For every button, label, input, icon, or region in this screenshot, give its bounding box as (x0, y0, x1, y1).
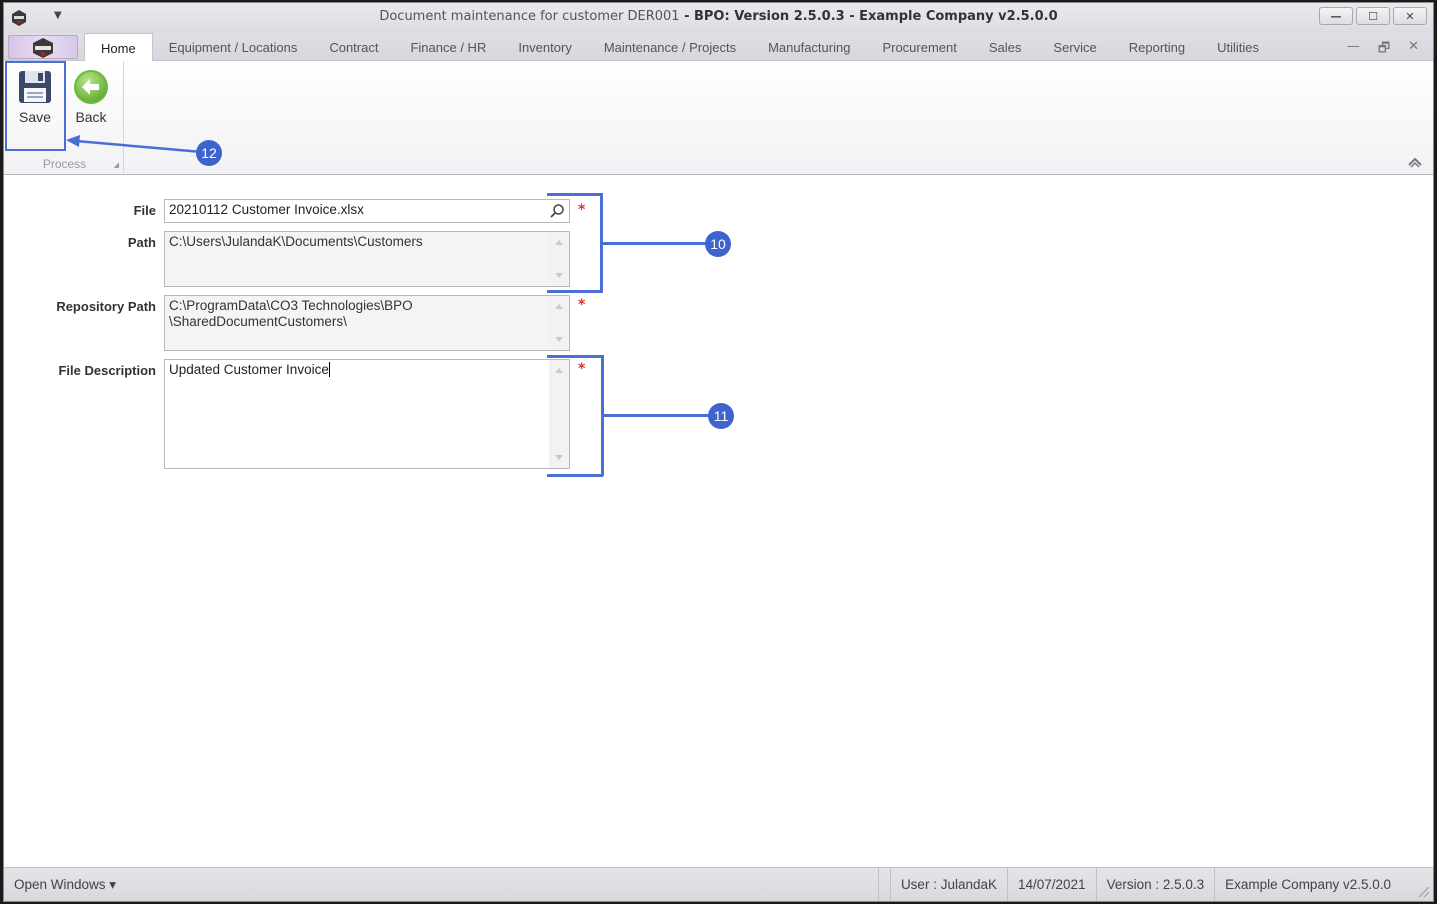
app-logo-icon[interactable] (10, 9, 28, 27)
tab-utilities[interactable]: Utilities (1217, 40, 1260, 55)
mdi-minimize-button[interactable]: — (1346, 39, 1360, 54)
annotation-badge-11: 11 (708, 403, 734, 429)
window-title-prefix: Document maintenance for customer DER001 (379, 9, 680, 24)
path-value: C:\Users\JulandaK\Documents\Customers (169, 234, 423, 249)
minimize-button[interactable]: — (1319, 7, 1353, 25)
open-windows-dropdown[interactable]: Open Windows ▾ (14, 877, 117, 892)
ribbon-group-process: Save Back Process ◢ (6, 61, 124, 173)
annotation-bracket-10-top (547, 193, 603, 196)
status-date: 14/07/2021 (1007, 868, 1096, 901)
annotation-bracket-10-bottom (547, 290, 603, 293)
annotation-bracket-11-top (547, 355, 603, 358)
maximize-button[interactable]: ☐ (1356, 7, 1390, 25)
window-title-suffix: - BPO: Version 2.5.0.3 - Example Company… (679, 9, 1058, 24)
ribbon-group-label: Process (42, 157, 87, 171)
status-user: User : JulandaK (889, 868, 1007, 901)
tab-maintenance-projects[interactable]: Maintenance / Projects (603, 40, 737, 55)
path-label: Path (127, 235, 156, 250)
status-version: Version : 2.5.0.3 (1095, 868, 1215, 901)
file-description-textarea[interactable]: Updated Customer Invoice (164, 359, 570, 469)
tab-home[interactable]: Home (84, 33, 153, 62)
ribbon-tab-bar: Home Equipment / Locations Contract Finance… (4, 33, 1433, 62)
annotation-connector-10 (600, 242, 706, 245)
tab-reporting[interactable]: Reporting (1128, 40, 1186, 55)
required-indicator: * (578, 361, 586, 377)
back-button-label: Back (75, 109, 107, 125)
tab-procurement[interactable]: Procurement (882, 40, 957, 55)
window-title: Document maintenance for customer DER001… (4, 9, 1433, 24)
collapse-ribbon-icon[interactable] (1407, 156, 1423, 168)
annotation-badge-10: 10 (705, 231, 731, 257)
save-button-label: Save (19, 109, 51, 125)
file-description-value: Updated Customer Invoice (169, 362, 565, 378)
status-separator (877, 868, 890, 901)
tab-inventory[interactable]: Inventory (518, 40, 572, 55)
path-scrollbar[interactable] (549, 232, 569, 286)
close-button[interactable]: ✕ (1393, 7, 1427, 25)
annotation-badge-12: 12 (196, 140, 222, 166)
ribbon-tabs: Home Equipment / Locations Contract Finance… (84, 33, 1275, 62)
title-bar: ▼ Document maintenance for customer DER0… (4, 3, 1433, 33)
back-button[interactable]: Back (64, 65, 118, 149)
repository-path-label: Repository Path (56, 299, 156, 314)
tab-sales[interactable]: Sales (988, 40, 1022, 55)
text-cursor (328, 362, 330, 377)
application-window: ▼ Document maintenance for customer DER0… (3, 2, 1434, 902)
file-input[interactable]: 20210112 Customer Invoice.xlsx (164, 199, 570, 223)
mdi-restore-button[interactable]: 🗗 (1377, 41, 1391, 56)
required-indicator: * (578, 202, 586, 218)
tab-contract[interactable]: Contract (329, 40, 379, 55)
mdi-close-button[interactable]: ✕ (1408, 39, 1419, 54)
app-logo-icon (33, 38, 53, 58)
repository-path-scrollbar[interactable] (549, 296, 569, 350)
status-bar: Open Windows ▾ User : JulandaK 14/07/202… (4, 867, 1433, 901)
annotation-arrow-12 (66, 135, 203, 154)
floppy-disk-icon (19, 71, 51, 103)
annotation-connector-11 (601, 414, 709, 417)
path-textarea[interactable]: C:\Users\JulandaK\Documents\Customers (164, 231, 570, 287)
ribbon-panel: Save Back Process ◢ (4, 61, 1433, 175)
file-description-scrollbar[interactable] (549, 360, 569, 468)
save-button[interactable]: Save (8, 65, 62, 149)
quick-access-dropdown-icon[interactable]: ▼ (54, 10, 62, 21)
required-indicator: * (578, 297, 586, 313)
tab-service[interactable]: Service (1053, 40, 1097, 55)
file-description-text: Updated Customer Invoice (169, 362, 329, 377)
window-controls: — ☐ ✕ (1319, 7, 1427, 25)
repository-path-textarea[interactable]: C:\ProgramData\CO3 Technologies\BPO \Sha… (164, 295, 570, 351)
file-description-label: File Description (58, 363, 156, 378)
mdi-controls: — 🗗 ✕ (1347, 39, 1419, 61)
back-arrow-icon (74, 70, 108, 104)
application-menu-button[interactable] (8, 35, 78, 59)
status-items: User : JulandaK 14/07/2021 Version : 2.5… (877, 868, 1401, 901)
status-company: Example Company v2.5.0.0 (1214, 868, 1401, 901)
annotation-highlight-save (5, 61, 66, 151)
search-icon[interactable] (549, 203, 565, 219)
tab-equipment-locations[interactable]: Equipment / Locations (168, 40, 298, 55)
group-dialog-launcher-icon[interactable]: ◢ (113, 161, 119, 169)
file-input-value: 20210112 Customer Invoice.xlsx (169, 202, 364, 217)
tab-finance-hr[interactable]: Finance / HR (410, 40, 487, 55)
repository-path-value: C:\ProgramData\CO3 Technologies\BPO \Sha… (169, 298, 413, 329)
annotation-bracket-11-bottom (547, 474, 603, 477)
tab-manufacturing[interactable]: Manufacturing (768, 40, 851, 55)
resize-grip-icon[interactable] (1416, 884, 1430, 898)
file-label: File (133, 203, 156, 218)
